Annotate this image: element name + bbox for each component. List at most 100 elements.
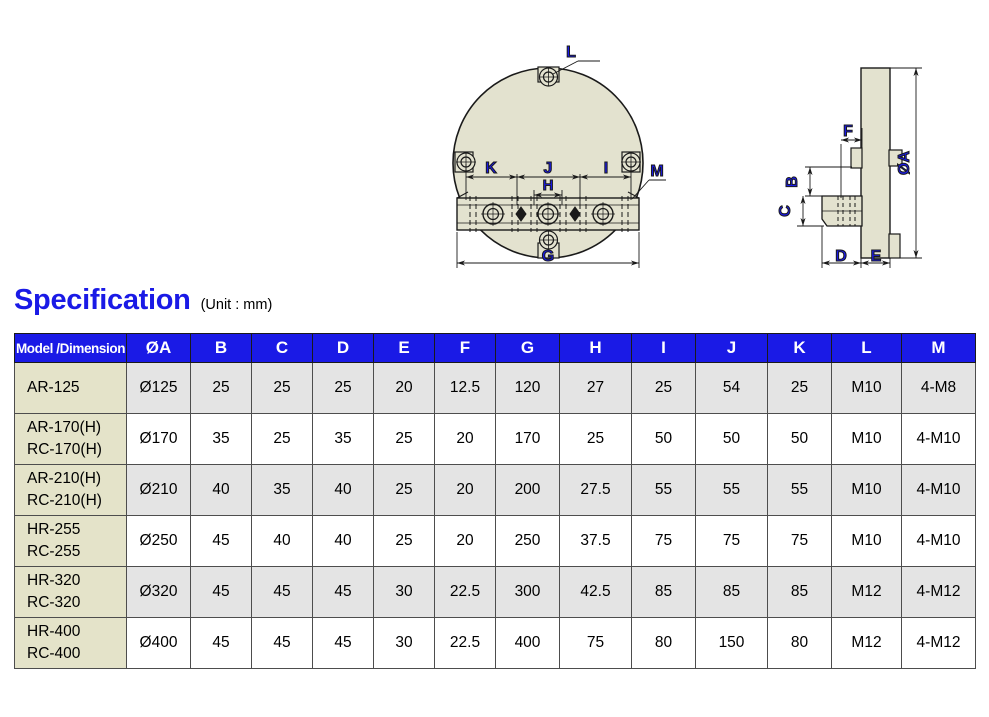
unit-note: (Unit : mm) <box>200 296 273 313</box>
table-cell-h: 27 <box>559 362 632 414</box>
column-header-b: B <box>190 333 252 363</box>
table-cell-f: 20 <box>434 413 496 465</box>
table-cell-j: 85 <box>695 566 768 618</box>
dim-label-B: B <box>784 176 801 188</box>
table-cell-c: 25 <box>251 413 313 465</box>
table-cell-g: 170 <box>495 413 560 465</box>
model-name: RC-170(H) <box>27 441 102 458</box>
table-cell-d: 35 <box>312 413 374 465</box>
table-cell-e: 30 <box>373 566 435 618</box>
column-header-l: L <box>831 333 902 363</box>
table-cell-l: M10 <box>831 464 902 516</box>
table-cell-k: 50 <box>767 413 832 465</box>
table-cell-m: 4-M12 <box>901 566 976 618</box>
side-boss-right <box>888 149 903 167</box>
boss-left <box>454 151 476 173</box>
dim-label-C: C <box>777 205 794 217</box>
table-cell-b: 45 <box>190 617 252 669</box>
model-name: RC-320 <box>27 594 81 611</box>
table-cell-j: 54 <box>695 362 768 414</box>
side-view: ØA F B C <box>777 67 922 268</box>
column-header-g: G <box>495 333 560 363</box>
table-cell-i: 85 <box>631 566 696 618</box>
bar-bolt-left <box>481 202 505 226</box>
dim-label-D: D <box>835 248 847 265</box>
table-cell-j: 150 <box>695 617 768 669</box>
model-name: RC-400 <box>27 645 81 662</box>
column-header-m: M <box>901 333 976 363</box>
column-header-f: F <box>434 333 496 363</box>
table-header-row: Model /Dimension ØA B C D E F G H I J K … <box>14 333 976 363</box>
dimension-E <box>861 258 891 268</box>
table-cell-f: 22.5 <box>434 566 496 618</box>
table-cell-j: 55 <box>695 464 768 516</box>
table-cell-m: 4-M12 <box>901 617 976 669</box>
table-cell-a: Ø400 <box>126 617 191 669</box>
table-cell-m: 4-M8 <box>901 362 976 414</box>
table-cell-c: 40 <box>251 515 313 567</box>
column-header-c: C <box>251 333 313 363</box>
table-cell-g: 120 <box>495 362 560 414</box>
table-cell-g: 200 <box>495 464 560 516</box>
table-cell-k: 80 <box>767 617 832 669</box>
table-cell-l: M10 <box>831 413 902 465</box>
dimension-B <box>805 166 852 197</box>
table-cell-a: Ø125 <box>126 362 191 414</box>
bar-slot-right <box>569 206 581 222</box>
table-cell-b: 45 <box>190 515 252 567</box>
column-header-a: ØA <box>126 333 191 363</box>
table-cell-e: 25 <box>373 464 435 516</box>
model-name: RC-255 <box>27 543 81 560</box>
page-title: Specification <box>14 284 191 316</box>
table-cell-a: Ø320 <box>126 566 191 618</box>
table-cell-e: 25 <box>373 515 435 567</box>
table-cell-b: 45 <box>190 566 252 618</box>
table-cell-l: M12 <box>831 617 902 669</box>
dimension-H <box>533 190 563 205</box>
table-cell-b: 25 <box>190 362 252 414</box>
side-mount-block <box>821 195 863 227</box>
bar-bolt-right <box>591 202 615 226</box>
dimension-A <box>890 67 922 259</box>
table-cell-b: 40 <box>190 464 252 516</box>
side-plate <box>860 67 891 259</box>
table-cell-e: 20 <box>373 362 435 414</box>
table-cell-model: AR-170(H) RC-170(H) <box>14 413 127 465</box>
table-cell-k: 55 <box>767 464 832 516</box>
table-cell-l: M10 <box>831 515 902 567</box>
side-foot <box>888 233 901 259</box>
table-cell-g: 300 <box>495 566 560 618</box>
model-name: AR-125 <box>27 378 80 396</box>
table-cell-b: 35 <box>190 413 252 465</box>
table-cell-k: 75 <box>767 515 832 567</box>
table-cell-model: AR-125 <box>14 362 127 414</box>
table-cell-f: 22.5 <box>434 617 496 669</box>
dim-label-E: E <box>871 248 882 265</box>
table-cell-e: 25 <box>373 413 435 465</box>
table-cell-i: 25 <box>631 362 696 414</box>
table-cell-h: 42.5 <box>559 566 632 618</box>
table-cell-c: 45 <box>251 617 313 669</box>
model-name: AR-210(H) <box>27 469 102 487</box>
dim-label-L: L <box>566 44 576 61</box>
dim-label-I: I <box>604 160 608 177</box>
table-cell-m: 4-M10 <box>901 413 976 465</box>
dimension-C <box>797 196 824 227</box>
column-header-model: Model /Dimension <box>14 333 127 363</box>
table-cell-c: 45 <box>251 566 313 618</box>
table-cell-i: 75 <box>631 515 696 567</box>
dim-label-F: F <box>843 123 853 140</box>
column-header-h: H <box>559 333 632 363</box>
model-name: AR-170(H) <box>27 418 102 436</box>
mounting-bar <box>456 191 640 232</box>
dimension-G <box>456 232 640 268</box>
specification-table: Model /Dimension ØA B C D E F G H I J K … <box>14 333 976 669</box>
technical-drawing: K J I H G L <box>0 0 989 290</box>
table-cell-c: 25 <box>251 362 313 414</box>
table-cell-a: Ø170 <box>126 413 191 465</box>
table-cell-m: 4-M10 <box>901 464 976 516</box>
table-cell-j: 75 <box>695 515 768 567</box>
